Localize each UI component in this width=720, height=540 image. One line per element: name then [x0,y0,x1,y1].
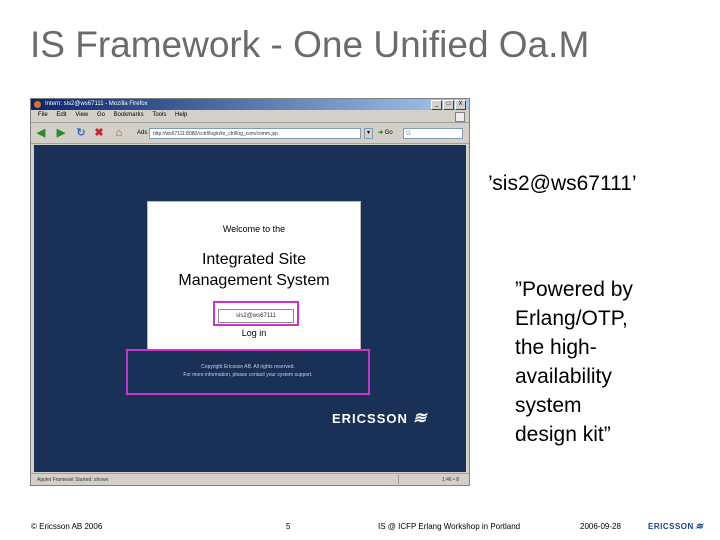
search-input[interactable]: G [403,128,463,139]
window-title: Intern: sis2@ws67111 - Mozilla Firefox [45,101,148,107]
footer-date: 2006-09-28 [580,522,621,531]
minimize-button[interactable]: _ [431,100,442,110]
menu-help[interactable]: Help [175,112,188,118]
system-name-text: Integrated Site Management System [178,251,330,289]
footer-event: IS @ ICFP Erlang Workshop in Portland [378,522,521,531]
forward-arrow-icon[interactable]: ▶ [56,127,66,139]
menu-view[interactable]: View [75,112,89,118]
menu-file[interactable]: File [38,112,48,118]
slide-footer: © Ericsson AB 2006 5 IS @ ICFP Erlang Wo… [0,518,720,540]
page-footer-text: Copyright Ericsson AB. All rights reserv… [126,363,370,379]
welcome-text: Welcome to the [222,224,286,234]
page-footer-line-2: For more information, please contact you… [183,372,313,378]
status-bar: Applet Frameset Started: shown 1:46 • 8 [31,473,469,485]
login-link[interactable]: Log in [241,328,267,338]
footer-logo: ERICSSON≋ [648,521,706,532]
footer-logo-icon: ≋ [694,521,706,531]
footer-page-number: 5 [286,522,291,531]
navigation-toolbar: ◀ ▶ ↻ ✖ ⌂ Ads http://ws67111:8080/cctrl/… [31,122,469,144]
go-arrow-icon: ➜ [378,130,384,136]
node-name-label: ’sis2@ws67111’ [488,172,637,195]
node-input[interactable]: sis2@ws67111 [218,309,294,323]
login-card: Welcome to the Integrated Site Managemen… [147,201,361,351]
menu-go[interactable]: Go [96,112,105,118]
system-name: Integrated Site Management System [148,249,360,291]
ericsson-logo: ERICSSON≋ [332,407,431,431]
menubar: File Edit View Go Bookmarks Tools Help [31,110,469,121]
back-arrow-icon[interactable]: ◀ [36,127,46,139]
status-right: 1:46 • 8 [441,477,459,483]
chevron-down-icon[interactable]: ▾ [364,128,373,139]
menu-tools[interactable]: Tools [152,112,167,118]
address-label: Ads [137,130,148,136]
ericsson-logo-text: ERICSSON [332,411,408,426]
window-titlebar: Intern: sis2@ws67111 - Mozilla Firefox _… [31,99,469,110]
stop-icon[interactable]: ✖ [94,127,104,139]
window-controls: _□X [430,100,466,111]
status-text: Applet Frameset Started: shown [37,477,109,483]
status-divider [398,475,399,484]
page-footer-line-1: Copyright Ericsson AB. All rights reserv… [201,364,295,370]
page-content: Welcome to the Integrated Site Managemen… [34,145,466,472]
go-button[interactable]: ➜ Go [378,128,398,139]
address-bar[interactable]: http://ws67111:8080/cctrl/login/to_ctrl/… [149,128,361,139]
input-highlight-box [213,301,299,326]
footer-logo-text: ERICSSON [648,522,694,531]
go-label: Go [384,130,393,136]
menu-edit[interactable]: Edit [56,112,67,118]
slide-title: IS Framework - One Unified Oa.M [30,24,590,65]
reload-icon[interactable]: ↻ [76,127,86,139]
menu-bookmarks[interactable]: Bookmarks [113,112,144,118]
home-icon[interactable]: ⌂ [115,127,123,139]
maximize-button[interactable]: □ [443,100,454,110]
ericsson-logo-icon: ≋ [411,410,431,427]
footer-copyright: © Ericsson AB 2006 [31,522,103,531]
tagline: ”Powered by Erlang/OTP, the high- availa… [515,278,633,446]
close-button[interactable]: X [455,100,466,110]
throbber-icon [455,112,465,122]
browser-window: Intern: sis2@ws67111 - Mozilla Firefox _… [30,98,470,486]
firefox-icon [34,101,41,108]
footer-highlight-box [126,349,370,395]
